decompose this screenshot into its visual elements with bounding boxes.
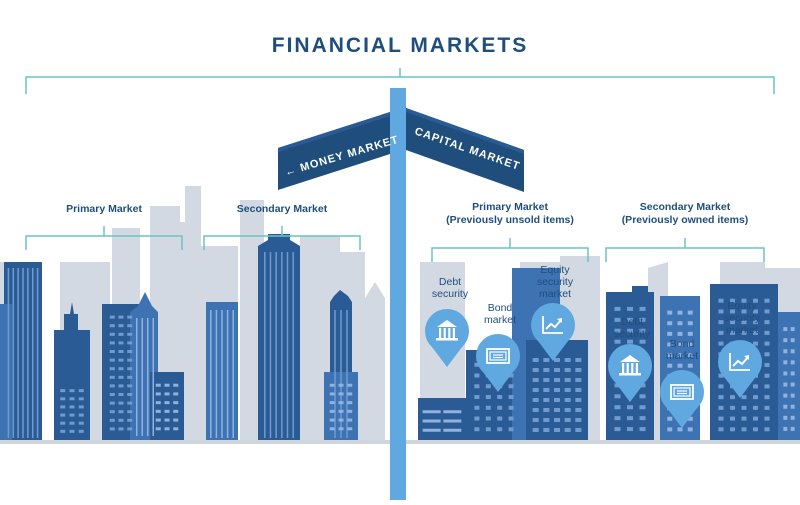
- bond-certificate-icon: [670, 384, 694, 400]
- secondary-debt-security-label: Debt security: [613, 316, 651, 340]
- title-bracket: [25, 68, 775, 94]
- secondary-pin-bank: [608, 344, 652, 402]
- capital-primary-market-title: Primary Market: [472, 201, 548, 213]
- chart-up-icon: [729, 353, 750, 371]
- secondary-pin-bond-certificate: [660, 370, 704, 428]
- page-title: FINANCIAL MARKETS: [271, 34, 529, 57]
- capital-secondary-market-label: Secondary Market (Previously owned items…: [605, 201, 765, 227]
- signpost-pole: [390, 88, 406, 500]
- primary-bond-market-label: Bond market: [483, 302, 517, 326]
- bank-icon: [619, 355, 641, 376]
- capital-secondary-market-note: (Previously owned items): [621, 214, 749, 226]
- primary-pin-chart-up: [531, 303, 575, 361]
- primary-equity-security-market-label: Equity security market: [536, 264, 574, 300]
- primary-pin-bank: [425, 309, 469, 367]
- market-pins: [425, 303, 762, 428]
- sub-brackets: [25, 226, 765, 262]
- primary-pin-bond-certificate: [476, 334, 520, 392]
- capital-secondary-market-title: Secondary Market: [639, 201, 731, 213]
- primary-debt-security-label: Debt security: [431, 276, 469, 300]
- secondary-pin-chart-up: [718, 340, 762, 398]
- chart-up-icon: [542, 316, 563, 334]
- building-windows: [7, 252, 795, 438]
- money-primary-market-label: Primary Market: [66, 203, 142, 215]
- bond-certificate-icon: [486, 348, 510, 364]
- bank-icon: [436, 320, 458, 341]
- capital-primary-market-note: (Previously unsold items): [446, 214, 574, 226]
- capital-market-sign: CAPITAL MARKET →: [406, 108, 537, 192]
- money-market-sign: ← MONEY MARKET: [278, 112, 400, 190]
- money-secondary-market-label: Secondary Market: [236, 203, 328, 215]
- secondary-bond-market-label: Bond market: [665, 338, 699, 362]
- secondary-equity-security-market-label: Equity security market: [723, 300, 761, 336]
- capital-primary-market-label: Primary Market (Previously unsold items): [430, 201, 590, 227]
